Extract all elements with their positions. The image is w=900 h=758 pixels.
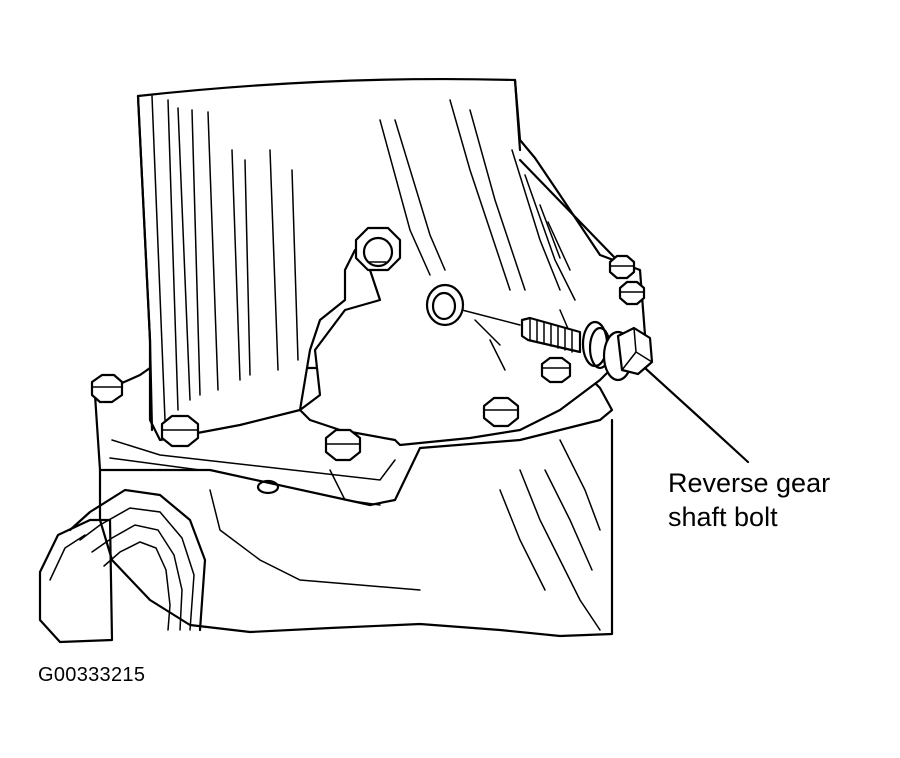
callout-line-1: Reverse gear — [668, 468, 831, 498]
flange-bolt-right — [482, 396, 520, 428]
callout-leader-line — [643, 366, 750, 464]
shaft-bolt-hole — [425, 283, 465, 327]
callout-line-2: shaft bolt — [668, 502, 778, 532]
reverse-gear-shaft-bolt — [520, 316, 654, 382]
fill-plug — [354, 226, 402, 272]
flange-bolt-left — [90, 373, 124, 404]
flange-bolt-center — [324, 428, 362, 462]
reverse-gear-shaft-bolt-label: Reverse gear shaft bolt — [668, 466, 830, 534]
flange-bolt-lower-right — [540, 356, 572, 384]
ribbed-oil-pan — [38, 488, 207, 644]
flange-bolt-upper-right-2 — [618, 280, 646, 306]
flange-bolt-center-left — [160, 414, 200, 448]
figure-id: G00333215 — [38, 664, 146, 686]
bolt-guide-line — [461, 309, 521, 326]
flange-bolt-upper-right-1 — [608, 254, 636, 280]
